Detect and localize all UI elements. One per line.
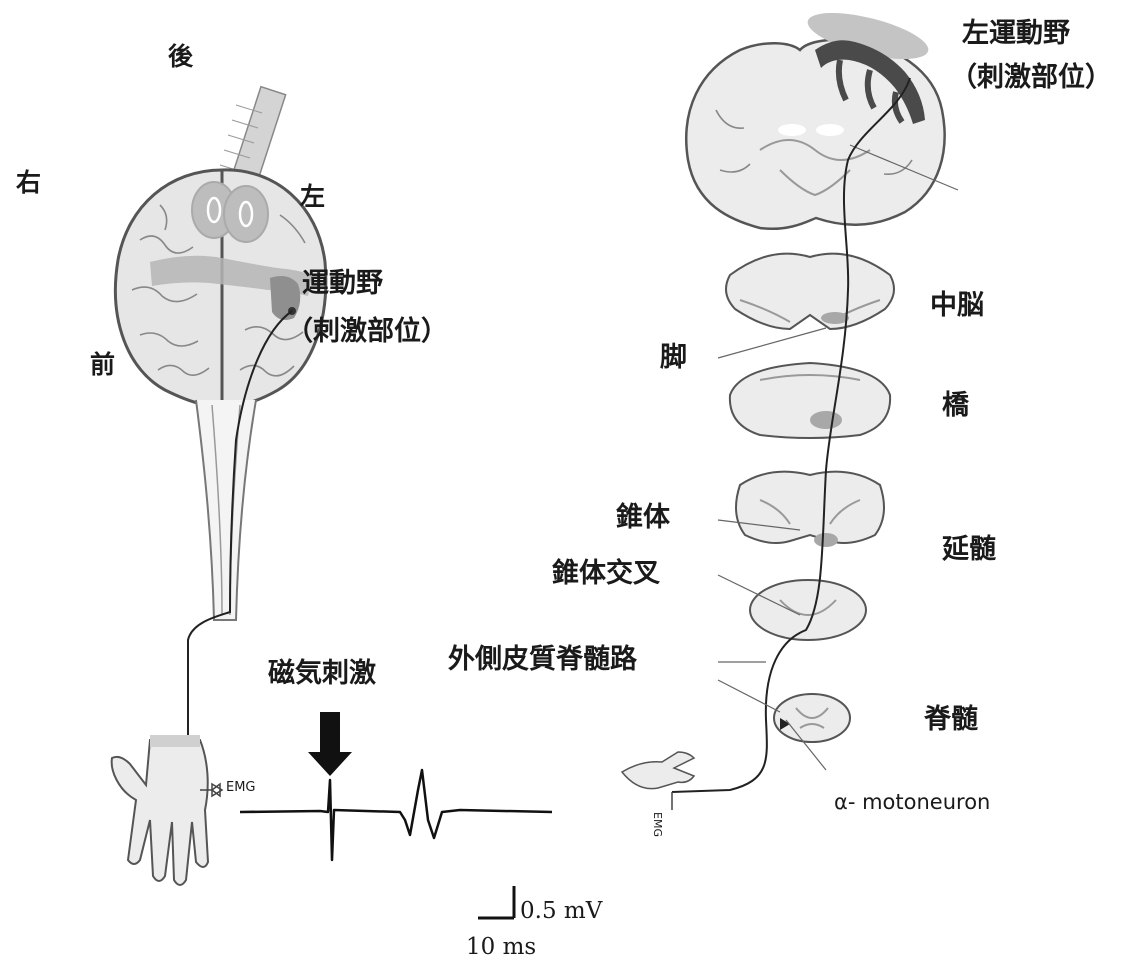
label-left-motor-area: 左運動野 [962, 20, 1070, 47]
label-midbrain: 中脳 [930, 292, 984, 319]
label-lateral-tract: 外側皮質脊髄路 [448, 646, 637, 673]
label-anterior: 前 [90, 352, 115, 377]
label-motor-area: 運動野 [302, 270, 383, 297]
spinal-slice [774, 694, 850, 742]
label-decussation: 錐体交叉 [552, 560, 660, 587]
label-emg: EMG [226, 780, 256, 795]
label-posterior: 後 [168, 44, 193, 69]
label-emg-small: EMG [651, 812, 664, 837]
label-pyramid: 錐体 [616, 504, 670, 531]
scale-bar [478, 886, 514, 918]
emg-trace [240, 770, 552, 860]
pons-slice [730, 363, 890, 438]
label-medulla: 延髄 [942, 536, 996, 563]
label-peduncle: 脚 [660, 344, 687, 371]
label-stim-site-left: （刺激部位） [286, 318, 448, 345]
label-spinal-cord: 脊髄 [924, 706, 978, 733]
hand-right [622, 752, 694, 810]
medulla-slice [736, 472, 884, 547]
label-magnetic-stim: 磁気刺激 [268, 660, 376, 687]
spinal-cord-left [196, 400, 256, 620]
hand-left [112, 735, 222, 885]
label-left: 左 [300, 184, 325, 209]
brain-top-view [115, 170, 325, 406]
midbrain-slice [726, 254, 894, 329]
stim-arrow [308, 712, 352, 776]
scale-time: 10 ms [466, 934, 536, 960]
coronal-section [686, 4, 958, 229]
decussation-slice [750, 580, 866, 640]
label-right: 右 [16, 170, 41, 195]
label-stim-site-right: （刺激部位） [950, 64, 1112, 91]
scale-voltage: 0.5 mV [520, 898, 602, 924]
label-pons: 橋 [942, 392, 969, 419]
label-motoneuron: α- motoneuron [834, 790, 990, 814]
